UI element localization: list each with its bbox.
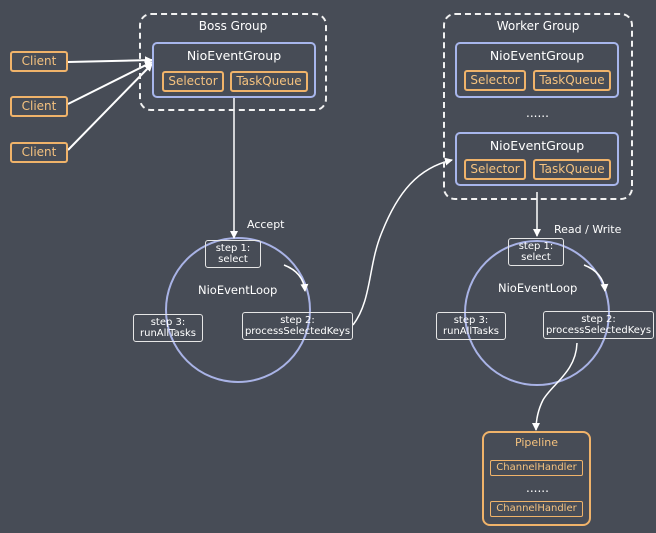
client-arrow-1	[67, 56, 153, 65]
accept-label: Accept	[247, 218, 285, 231]
selector-box: Selector	[464, 159, 526, 180]
worker-loop-circle	[464, 240, 610, 386]
client-box: Client	[10, 51, 68, 72]
worker-group-title: Worker Group	[496, 19, 580, 33]
worker-nio-event-group-1: NioEventGroup	[455, 42, 619, 98]
client-arrow-3	[67, 63, 153, 151]
worker-ellipsis: ......	[526, 106, 549, 120]
task-queue-box: TaskQueue	[533, 159, 611, 180]
boss-group: Boss Group	[139, 13, 327, 111]
worker-step-3: step 3: runAllTasks	[436, 312, 506, 340]
boss-nio-event-group: NioEventGroup	[152, 42, 316, 98]
client-box: Client	[10, 142, 68, 163]
client-box: Client	[10, 96, 68, 117]
pipeline-title: Pipeline	[514, 436, 559, 449]
read-write-label: Read / Write	[554, 223, 622, 236]
dispatch-arrow	[352, 157, 453, 326]
worker-loop-arrow	[583, 264, 609, 292]
selector-box: Selector	[464, 70, 526, 91]
worker-nio-event-group-2: NioEventGroup	[455, 132, 619, 186]
nio-event-group-title: NioEventGroup	[186, 48, 282, 63]
pipeline-ellipsis: ......	[526, 481, 549, 495]
worker-step-1: step 1: select	[508, 238, 564, 266]
worker-loop-name: NioEventLoop	[498, 281, 578, 295]
worker-group: Worker Group	[443, 13, 633, 200]
boss-loop-arrow	[283, 264, 309, 292]
boss-step-2: step 2: processSelectedKeys	[242, 312, 353, 340]
channel-handler-box: ChannelHandler	[490, 501, 583, 517]
worker-step-2: step 2: processSelectedKeys	[543, 311, 654, 339]
pipeline-box: Pipeline	[482, 431, 591, 526]
channel-handler-box: ChannelHandler	[490, 460, 583, 476]
boss-group-title: Boss Group	[198, 19, 268, 33]
boss-step-1: step 1: select	[205, 240, 261, 268]
client-arrow-2	[67, 61, 153, 105]
selector-box: Selector	[162, 71, 224, 92]
nio-event-group-title: NioEventGroup	[489, 138, 585, 153]
task-queue-box: TaskQueue	[533, 70, 611, 91]
nio-event-group-title: NioEventGroup	[489, 48, 585, 63]
task-queue-box: TaskQueue	[230, 71, 308, 92]
pipeline-arrow	[532, 342, 578, 431]
boss-loop-circle	[165, 237, 311, 383]
boss-loop-name: NioEventLoop	[198, 283, 278, 297]
boss-step-3: step 3: runAllTasks	[133, 314, 203, 342]
